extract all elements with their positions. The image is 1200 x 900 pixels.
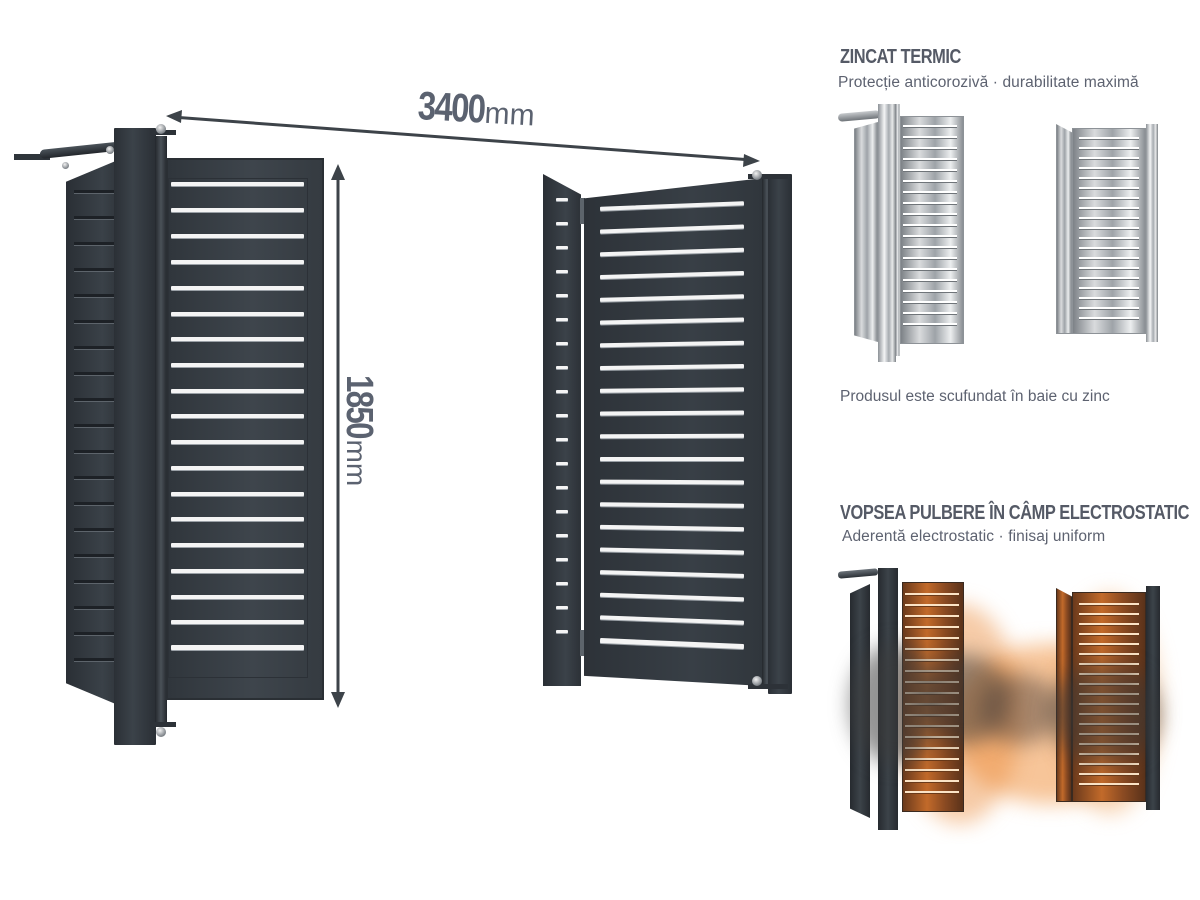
height-value: 1850 [338,375,380,438]
width-arrow-icon [166,110,760,167]
left-side-slats [74,190,116,690]
top-bolt-icon [752,170,762,180]
width-value: 3400 [416,84,486,132]
left-gate-post [114,128,156,745]
feature-subtitle: Protecție anticorozivă · durabilitate ma… [838,74,1139,91]
powder-coated-gate-icon [810,554,1190,844]
feature-title: VOPSEA PULBERE ÎN CÂMP ELECTROSTATIC [840,502,1190,524]
left-side-panel [66,160,118,705]
feature-galvanized: ZINCAT TERMIC Protecție anticorozivă · d… [837,46,1198,416]
width-unit: mm [483,96,536,133]
feature-caption: Produsul este scufundat în baie cu zinc [840,388,1110,405]
right-gate-post [768,174,792,694]
height-dimension-label: 1850mm [338,375,380,505]
right-folding-leaf [543,174,581,686]
feature-powder-coating: VOPSEA PULBERE ÎN CÂMP ELECTROSTATIC Ade… [837,502,1198,842]
dimension-arrows [166,110,760,708]
feature-subtitle: Aderentă electrostatic · finisaj uniform [842,528,1106,545]
left-hinge-rail [155,136,167,726]
bottom-bolt-icon [156,727,166,737]
right-gate [540,160,800,700]
fold-hinge-icon [580,630,585,656]
right-main-leaf [584,178,764,686]
bottom-bolt-icon [752,676,762,686]
fold-hinge-icon [580,198,585,224]
height-unit: mm [341,439,372,487]
left-gate [0,0,340,760]
left-gate-panel [166,158,324,700]
feature-title: ZINCAT TERMIC [840,46,962,68]
galvanized-gate-icon [810,98,1190,368]
width-dimension-label: 3400mm [417,84,536,135]
top-bolt-icon [156,124,166,134]
door-closer-icon [14,141,123,169]
height-arrow-icon [331,164,345,708]
